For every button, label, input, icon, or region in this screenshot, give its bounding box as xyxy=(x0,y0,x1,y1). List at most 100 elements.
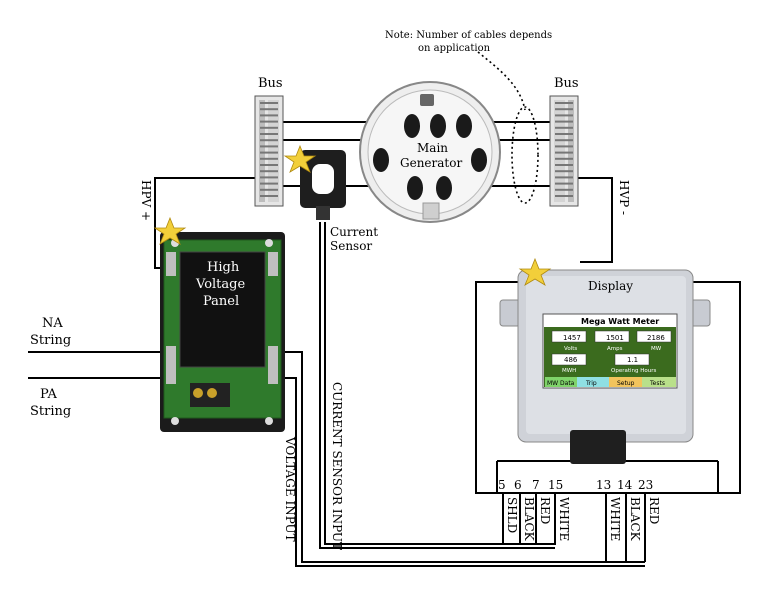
tab-trip[interactable]: Trip xyxy=(585,380,597,387)
bus-terminal xyxy=(260,176,278,179)
current-sensor-cable-b xyxy=(324,222,555,545)
bus-terminal xyxy=(260,151,278,154)
current-sensor-cable-a xyxy=(319,222,555,549)
meter-mwh-value: 486 xyxy=(564,356,578,364)
bus-terminal xyxy=(555,102,573,104)
meter-mw-label: MW xyxy=(651,346,662,352)
display-device: Display Mega Watt Meter 1457 1501 2186 V… xyxy=(499,269,711,464)
bus-terminal xyxy=(555,157,573,160)
terminal-wire-color: BLACK xyxy=(522,497,536,542)
current-sensor-label-line1: Current xyxy=(330,225,378,239)
panel-label-line2: Voltage xyxy=(195,277,245,292)
terminal-wire-color: SHLD xyxy=(505,497,519,533)
star-markers xyxy=(153,144,552,286)
terminal-number: 14 xyxy=(617,478,633,492)
meter-volts-label: Volts xyxy=(564,346,577,352)
bus-terminal xyxy=(260,195,278,197)
hpv-plus-label: HPV + xyxy=(139,180,153,221)
bus-terminal xyxy=(260,139,278,142)
pa-string-label-line2: String xyxy=(30,404,71,419)
bus-terminal xyxy=(260,182,278,185)
meter-mw-value: 2186 xyxy=(647,334,665,342)
bus-terminal xyxy=(260,157,278,160)
tab-tests[interactable]: Tests xyxy=(649,380,665,387)
pa-string-label-line1: PA xyxy=(40,387,58,402)
meter-mwh-label: MWH xyxy=(562,368,576,374)
terminal-wire-color: WHITE xyxy=(557,497,571,541)
bus-terminal xyxy=(260,102,278,104)
panel-label-line1: High xyxy=(207,260,240,275)
meter-amps-label: Amps xyxy=(607,346,623,352)
meter-amps-value: 1501 xyxy=(606,334,624,342)
bus-terminal xyxy=(260,164,278,166)
bus-terminal xyxy=(260,126,278,129)
bus-left-label: Bus xyxy=(258,76,283,91)
panel-label-line3: Panel xyxy=(203,294,239,309)
bus-terminal xyxy=(260,145,278,148)
terminal-wire-color: RED xyxy=(647,497,661,524)
star-icon xyxy=(283,144,317,173)
terminal-number: 6 xyxy=(514,478,522,492)
terminal-wire-color: WHITE xyxy=(608,497,622,541)
bus-terminal xyxy=(555,151,573,154)
bus-terminal xyxy=(555,120,573,123)
meter-hours-value: 1.1 xyxy=(627,356,638,364)
tab-setup[interactable]: Setup xyxy=(617,380,635,387)
tab-tests-bg[interactable] xyxy=(642,377,676,387)
bus-left: Bus xyxy=(254,76,284,207)
display-label: Display xyxy=(588,279,633,293)
bus-terminal xyxy=(260,114,278,117)
bus-terminal xyxy=(555,182,573,185)
bus-terminal xyxy=(260,133,278,135)
bus-left-terminals xyxy=(260,102,278,197)
note-line1: Note: Number of cables depends xyxy=(385,30,552,41)
bus-terminal xyxy=(555,108,573,111)
meter-volts-value: 1457 xyxy=(563,334,581,342)
generator-label-line1: Main xyxy=(417,141,448,155)
bus-terminal xyxy=(555,145,573,148)
bus-terminal xyxy=(555,114,573,117)
display-left-wire xyxy=(475,281,530,494)
bus-terminal xyxy=(260,108,278,111)
tab-mw-data[interactable]: MW Data xyxy=(547,380,575,387)
bus-terminal xyxy=(260,120,278,123)
voltage-input-cable-b xyxy=(285,377,645,567)
terminal-number: 15 xyxy=(548,478,563,492)
note-pointer xyxy=(477,51,526,111)
terminal-number: 13 xyxy=(596,478,611,492)
voltage-input-cable-a xyxy=(285,351,645,563)
bus-terminal xyxy=(555,139,573,142)
bus-terminal xyxy=(555,164,573,166)
terminal-number: 7 xyxy=(532,478,540,492)
bus-terminal xyxy=(555,170,573,173)
terminal-labels: 5 6 7 15 13 14 23 SHLD BLACK RED WHITE W… xyxy=(498,478,661,542)
meter-hours-label: Operating Hours xyxy=(611,368,656,374)
bus-right: Bus xyxy=(549,76,579,207)
wires xyxy=(28,51,741,567)
voltage-input-label: VOLTAGE INPUT xyxy=(283,436,297,542)
tab-mw-data-bg[interactable] xyxy=(545,377,577,387)
main-generator: Main Generator xyxy=(359,81,501,223)
bus-terminal xyxy=(555,176,573,179)
na-string-label-line2: String xyxy=(30,333,71,348)
terminal-wire-color: RED xyxy=(538,497,552,524)
tab-trip-bg[interactable] xyxy=(577,377,609,387)
bus-right-terminals xyxy=(555,102,573,197)
cable-bundle-ellipse xyxy=(511,106,539,204)
bus-terminal xyxy=(555,195,573,197)
current-sensor: Current Sensor xyxy=(300,150,378,253)
generator-label-line2: Generator xyxy=(400,156,462,170)
terminal-number: 5 xyxy=(498,478,506,492)
star-icon xyxy=(518,257,552,286)
bus-terminal xyxy=(555,133,573,135)
hvp-minus-wire xyxy=(578,177,613,263)
terminal-number: 23 xyxy=(638,478,653,492)
meter-title: Mega Watt Meter xyxy=(581,317,659,326)
bus-terminal xyxy=(260,170,278,173)
na-string-label-line1: NA xyxy=(42,316,63,331)
bus-terminal xyxy=(555,188,573,191)
current-sensor-input-label: CURRENT SENSOR INPUT xyxy=(330,382,344,550)
tab-setup-bg[interactable] xyxy=(609,377,642,387)
bus-terminal xyxy=(260,188,278,191)
